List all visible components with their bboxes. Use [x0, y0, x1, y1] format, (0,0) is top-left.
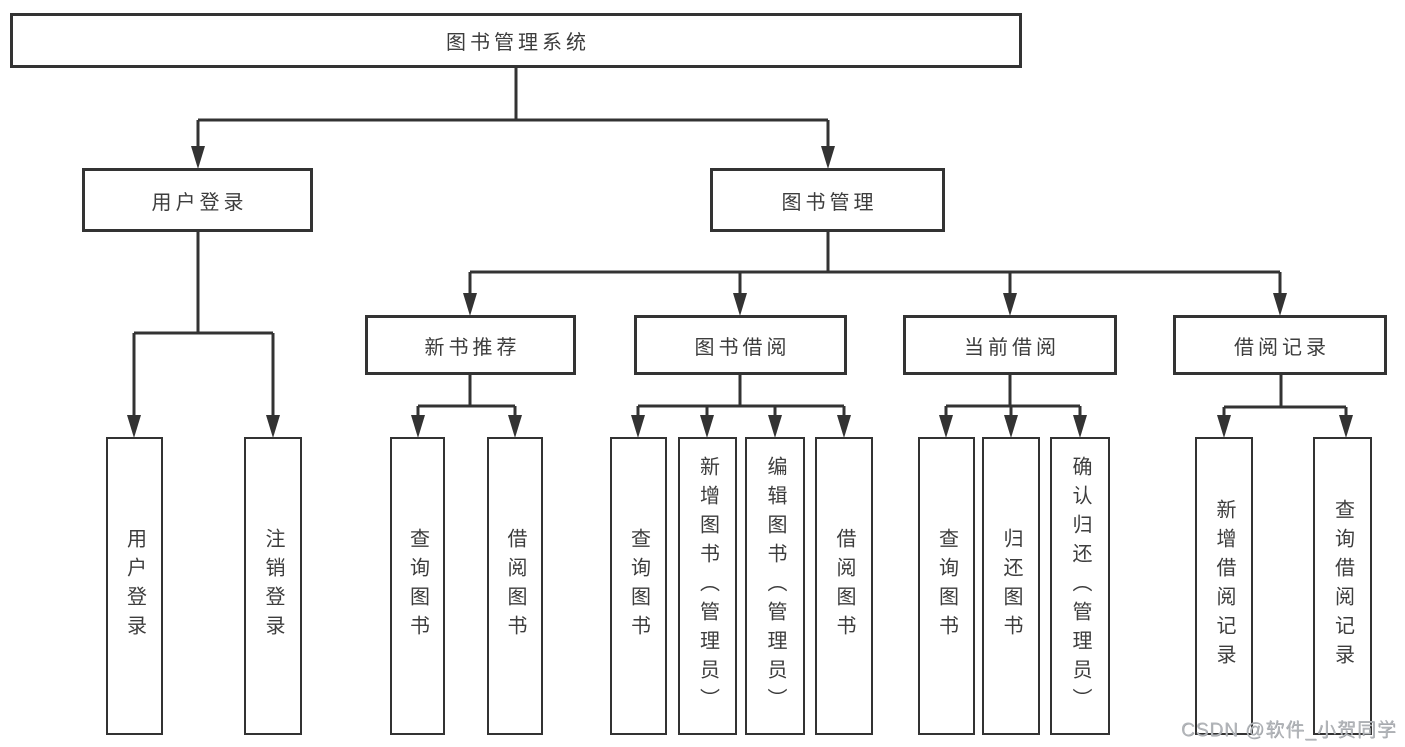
arrowhead [1003, 293, 1017, 316]
arrowhead [821, 146, 835, 169]
arrowhead [1273, 293, 1287, 316]
node-label: 当前借阅 [964, 336, 1060, 359]
leaf-label: 归还图书 [1000, 528, 1022, 644]
arrowhead [508, 415, 522, 438]
connector-mgmt-to-level3 [468, 232, 1282, 293]
arrowhead [733, 293, 747, 316]
arrowhead [939, 415, 953, 438]
leaf-label: 查询借阅记录 [1331, 499, 1354, 673]
arrowhead [127, 415, 141, 438]
leaf-query-borrow-record: 查询借阅记录 [1313, 437, 1372, 735]
leaf-label: 编辑图书（管理员） [764, 455, 786, 717]
node-book-management: 图书管理 [710, 168, 945, 232]
leaf-return-books: 归还图书 [982, 437, 1040, 735]
node-current-borrowing: 当前借阅 [903, 315, 1117, 375]
leaf-borrow-books-recommend: 借阅图书 [487, 437, 543, 735]
leaf-query-books-recommend: 查询图书 [390, 437, 445, 735]
leaf-confirm-return-admin: 确认归还（管理员） [1050, 437, 1110, 735]
leaf-edit-books-admin: 编辑图书（管理员） [745, 437, 805, 735]
arrowhead [191, 146, 205, 169]
leaf-add-borrow-record: 新增借阅记录 [1195, 437, 1253, 735]
node-new-book-recommend: 新书推荐 [365, 315, 576, 375]
node-book-borrowing: 图书借阅 [634, 315, 847, 375]
node-label: 借阅记录 [1234, 336, 1330, 359]
leaf-query-books-current: 查询图书 [918, 437, 975, 735]
leaf-label: 查询图书 [627, 528, 650, 644]
node-root-library-system: 图书管理系统 [10, 13, 1022, 68]
node-user-login: 用户登录 [82, 168, 313, 232]
arrowhead [768, 415, 782, 438]
leaf-label: 确认归还（管理员） [1069, 455, 1091, 717]
arrowhead [1217, 415, 1231, 438]
node-label: 新书推荐 [424, 336, 521, 359]
leaf-label: 借阅图书 [504, 528, 526, 644]
arrowhead [700, 415, 714, 438]
leaf-label: 查询图书 [406, 528, 429, 644]
connector-newbooks-to-leaves [416, 375, 517, 415]
arrowhead [837, 415, 851, 438]
arrowhead [463, 293, 477, 316]
leaf-label: 新增图书（管理员） [696, 455, 719, 717]
arrowhead [1339, 415, 1353, 438]
leaf-borrow-books-borrowing: 借阅图书 [815, 437, 873, 735]
connector-borrowing-to-leaves [636, 375, 846, 415]
leaf-query-books-borrowing: 查询图书 [610, 437, 667, 735]
leaf-add-books-admin: 新增图书（管理员） [678, 437, 737, 735]
leaf-label: 注销登录 [262, 528, 284, 644]
node-borrowing-records: 借阅记录 [1173, 315, 1387, 375]
arrowhead [266, 415, 280, 438]
arrowhead [411, 415, 425, 438]
leaf-label: 查询图书 [935, 528, 958, 644]
connector-login-to-leaves [132, 232, 275, 415]
leaf-label: 借阅图书 [833, 528, 855, 644]
node-label: 图书管理 [781, 191, 878, 214]
arrowhead [1073, 415, 1087, 438]
node-label: 用户登录 [151, 191, 248, 214]
arrowhead [1004, 415, 1018, 438]
csdn-watermark: CSDN @软件_小贺同学 [1181, 720, 1397, 741]
node-label: 图书管理系统 [446, 32, 590, 54]
connector-root-to-level2 [196, 68, 830, 146]
leaf-label: 用户登录 [123, 528, 146, 644]
connector-records-to-leaves [1222, 375, 1348, 415]
leaf-user-login: 用户登录 [106, 437, 163, 735]
arrowhead [631, 415, 645, 438]
node-label: 图书借阅 [694, 336, 791, 359]
connector-current-to-leaves [944, 375, 1082, 415]
leaf-label: 新增借阅记录 [1213, 499, 1235, 673]
leaf-logout: 注销登录 [244, 437, 302, 735]
